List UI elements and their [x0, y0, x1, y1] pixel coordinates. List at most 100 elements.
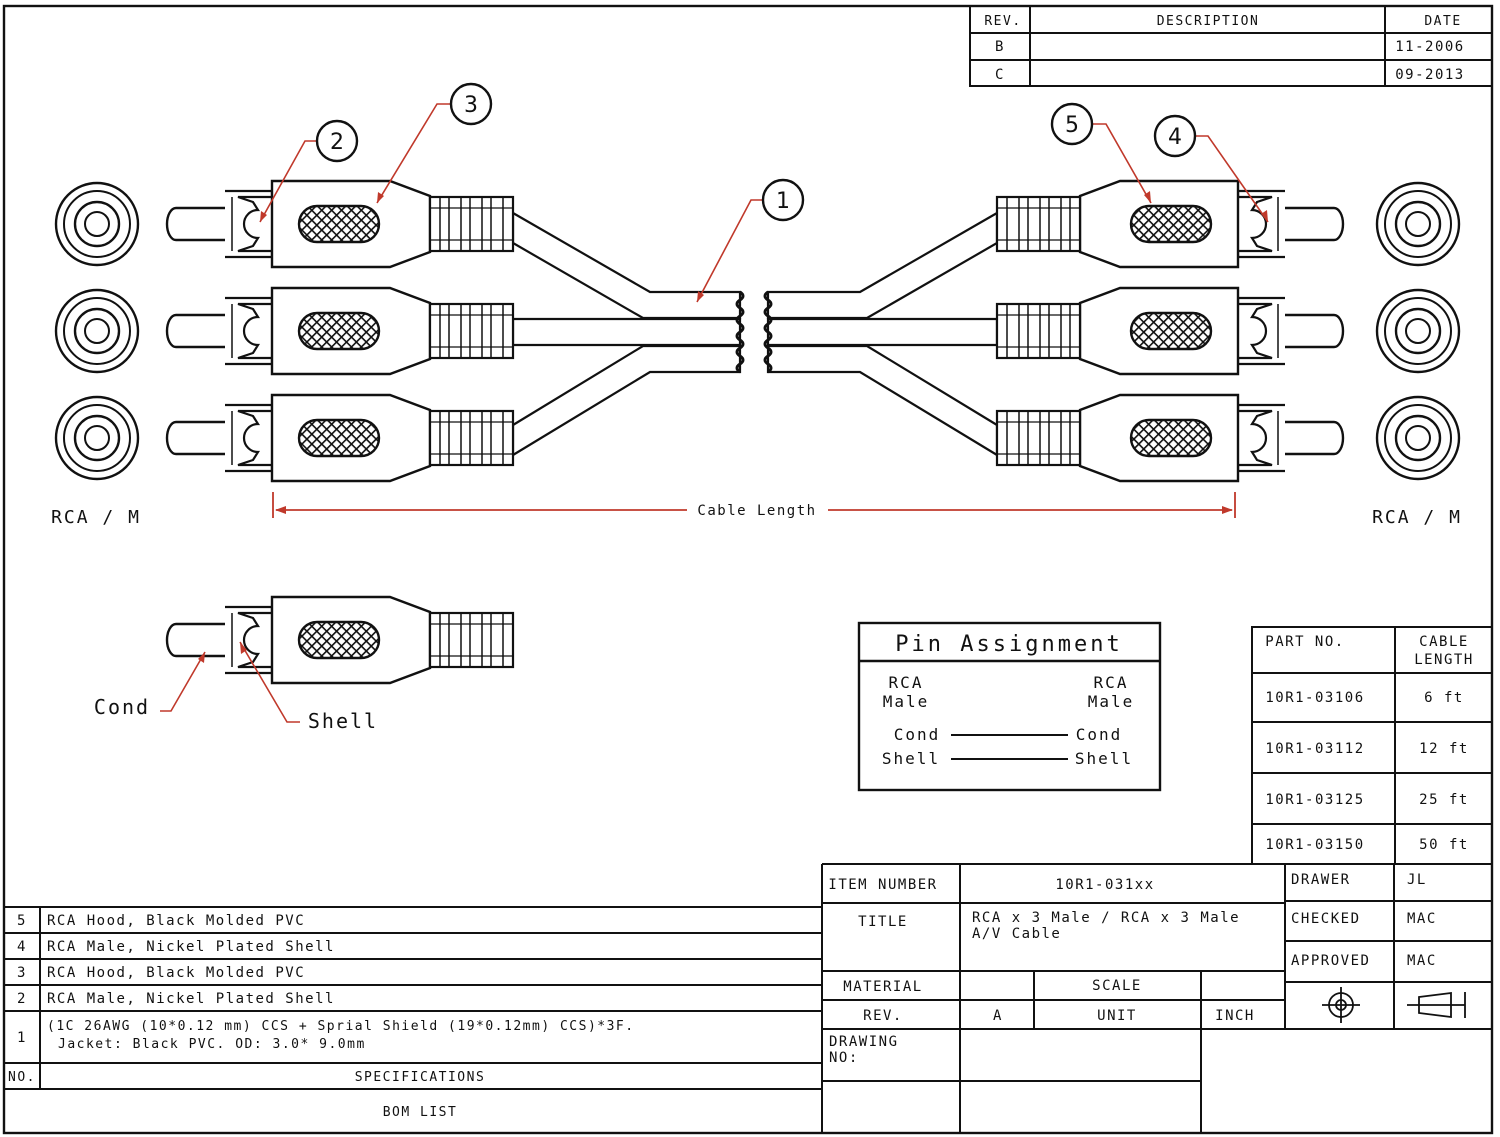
cable-break-left: [735, 290, 745, 374]
balloon-5: 5: [1050, 102, 1094, 146]
cable-diagram: [54, 179, 1461, 685]
drawing-no-label: NO:: [829, 1050, 859, 1066]
balloon-4: 4: [1153, 114, 1197, 158]
approved-value: MAC: [1407, 953, 1437, 969]
rca-end-face-right: [1375, 181, 1461, 267]
bom-no-header: NO.: [8, 1070, 36, 1085]
checked-label: CHECKED: [1291, 911, 1361, 927]
drawing-no-label: DRAWING: [829, 1034, 899, 1050]
title-label: TITLE: [858, 914, 908, 930]
rca-plug-left: [165, 286, 515, 376]
bom-spec-header: SPECIFICATIONS: [355, 1070, 486, 1085]
pin-right-header: Male: [1088, 692, 1135, 711]
bom-item-spec: RCA Hood, Black Molded PVC: [47, 965, 305, 981]
unit-value: INCH: [1215, 1008, 1255, 1024]
rev-header: REV.: [984, 14, 1021, 29]
cable-jacket-left: [511, 211, 742, 457]
projection-symbol-icon: [1322, 987, 1466, 1023]
rca-end-face-right: [1375, 288, 1461, 374]
rev-row-date: 09-2013: [1395, 67, 1465, 83]
revision-block: [969, 5, 1493, 87]
pin-row-right: Cond: [1076, 725, 1123, 744]
length-cell: 50 ft: [1419, 837, 1469, 853]
svg-text:2: 2: [330, 130, 344, 155]
cable-length-label: Cable Length: [697, 503, 816, 519]
title-value: RCA x 3 Male / RCA x 3 Male: [972, 910, 1240, 926]
rca-plug-right: [995, 286, 1345, 376]
unit-label: UNIT: [1097, 1008, 1137, 1024]
drawer-value: JL: [1407, 872, 1427, 888]
rca-end-face-left: [54, 288, 140, 374]
drawer-label: DRAWER: [1291, 872, 1351, 888]
title-block: [822, 863, 1492, 1133]
cable-length-dimension: [272, 492, 1236, 518]
rev-row-letter: C: [995, 67, 1005, 83]
sheet-border: [2, 4, 1494, 1135]
bom-item-spec: RCA Male, Nickel Plated Shell: [47, 939, 335, 955]
scale-label: SCALE: [1092, 978, 1142, 994]
item-number-value: 10R1-031xx: [1055, 877, 1154, 893]
connector-label-left: RCA / M: [51, 507, 141, 528]
description-header: DESCRIPTION: [1157, 14, 1260, 29]
cable-length-header: CABLE: [1419, 634, 1469, 650]
bom-item-number: 4: [17, 939, 27, 955]
pin-left-header: RCA: [889, 673, 924, 692]
pin-row-left: Cond: [894, 725, 941, 744]
svg-text:4: 4: [1168, 125, 1182, 150]
bom-item-number: 2: [17, 991, 27, 1007]
part-no-header: PART NO.: [1265, 634, 1344, 650]
part-number-cell: 10R1-03112: [1265, 741, 1364, 757]
bom-item-number: 5: [17, 913, 27, 929]
rca-end-face-left: [54, 395, 140, 481]
material-label: MATERIAL: [843, 979, 922, 995]
cond-label: Cond: [94, 695, 150, 719]
shell-label: Shell: [308, 709, 378, 733]
svg-text:3: 3: [464, 93, 478, 118]
rev-value: A: [993, 1008, 1003, 1024]
part-number-cell: 10R1-03150: [1265, 837, 1364, 853]
bom-item-spec: (1C 26AWG (10*0.12 mm) CCS + Sprial Shie…: [47, 1019, 635, 1034]
balloon-1: 1: [761, 178, 805, 222]
cable-jacket-right: [766, 211, 999, 457]
part-number-cell: 10R1-03106: [1265, 690, 1364, 706]
bom-item-number: 1: [17, 1030, 27, 1046]
balloon-3: 3: [449, 82, 493, 126]
cable-break-right: [763, 290, 773, 374]
pin-assignment-title: Pin Assignment: [895, 632, 1122, 657]
checked-value: MAC: [1407, 911, 1437, 927]
pin-assignment-box: [857, 621, 1162, 792]
rca-plug-left: [165, 179, 515, 269]
bom-item-number: 3: [17, 965, 27, 981]
rca-plug-right: [995, 393, 1345, 483]
pin-left-header: Male: [883, 692, 930, 711]
svg-text:1: 1: [776, 189, 790, 214]
rev-row-date: 11-2006: [1395, 39, 1465, 55]
bom-table: [4, 864, 823, 1133]
bom-item-spec: Jacket: Black PVC. OD: 3.0* 9.0mm: [58, 1037, 366, 1052]
length-cell: 25 ft: [1419, 792, 1469, 808]
balloon-2: 2: [315, 119, 359, 163]
rev-row-letter: B: [995, 39, 1005, 55]
length-cell: 6 ft: [1424, 690, 1464, 706]
rev-label: REV.: [863, 1008, 903, 1024]
connector-label-right: RCA / M: [1372, 507, 1462, 528]
part-number-cell: 10R1-03125: [1265, 792, 1364, 808]
approved-label: APPROVED: [1291, 953, 1370, 969]
parts-table: [1251, 626, 1493, 865]
length-cell: 12 ft: [1419, 741, 1469, 757]
svg-text:5: 5: [1065, 113, 1079, 138]
rca-end-face-left: [54, 181, 140, 267]
title-value: A/V Cable: [972, 926, 1061, 942]
pin-right-header: RCA: [1094, 673, 1129, 692]
rca-plug-right: [995, 179, 1345, 269]
rca-plug-detail: [165, 595, 515, 685]
rca-plug-left: [165, 393, 515, 483]
bom-list-title: BOM LIST: [383, 1105, 458, 1120]
item-number-label: ITEM NUMBER: [828, 877, 937, 893]
pin-row-right: Shell: [1075, 749, 1133, 768]
rca-end-face-right: [1375, 395, 1461, 481]
date-header: DATE: [1424, 14, 1461, 29]
pin-row-left: Shell: [882, 749, 940, 768]
bom-item-spec: RCA Hood, Black Molded PVC: [47, 913, 305, 929]
